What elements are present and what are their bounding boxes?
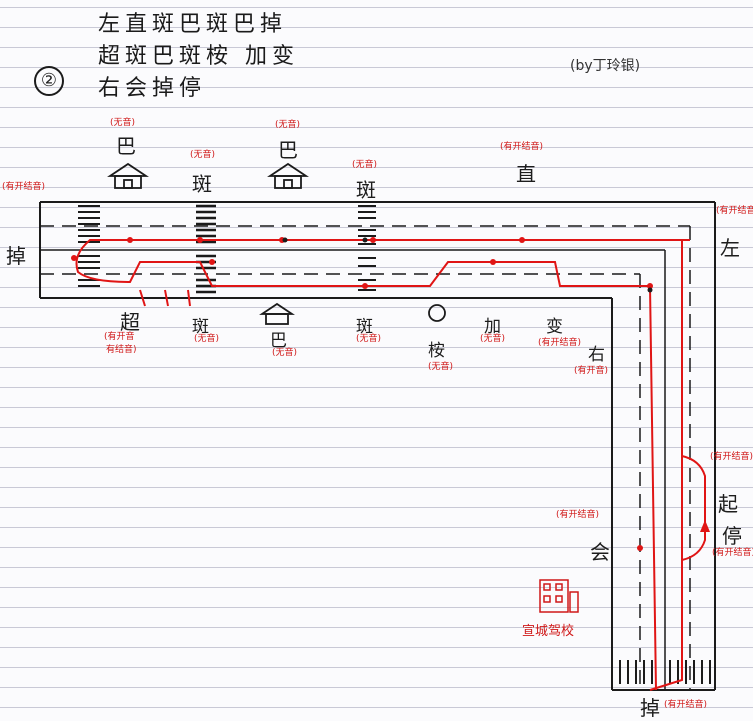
school-building-icon — [539, 579, 579, 613]
label-ban-3: 斑 — [192, 317, 209, 337]
label-qi: 起 — [718, 492, 738, 516]
house-icons — [107, 162, 446, 325]
route-dots — [71, 237, 653, 551]
label-ba-3: 巴 — [270, 331, 287, 351]
label-ba-1: 巴 — [116, 134, 136, 158]
label-ba-2: 巴 — [278, 138, 298, 162]
label-ban-4: 斑 — [356, 317, 373, 337]
note-qi: (有开结音) — [710, 452, 753, 462]
title-line-3: 右会掉停 — [98, 76, 207, 101]
note-bian: (有开结音) — [538, 338, 582, 348]
note-zhi: (有开结音) — [500, 142, 544, 152]
road-outline — [39, 201, 716, 691]
note-hui: (有开结音) — [556, 510, 600, 520]
note-ban1: (无音) — [190, 150, 216, 160]
note-zuo: (有开结音) — [716, 206, 753, 216]
label-chao: 超 — [120, 310, 140, 334]
note-ting: (有开结音) — [712, 548, 753, 558]
note-ban3: (无音) — [194, 334, 220, 344]
note-ba1: (无音) — [110, 118, 136, 128]
crosswalk-2 — [358, 205, 376, 291]
label-ban-2: 斑 — [356, 178, 376, 202]
note-chao-2: 有结音) — [106, 345, 137, 355]
label-an: 桉 — [428, 341, 445, 361]
arrow-up-icon — [700, 520, 710, 532]
label-ting: 停 — [722, 524, 742, 548]
label-hui: 会 — [590, 540, 610, 564]
note-chao-1: (有开音 — [104, 332, 135, 342]
red-route — [75, 239, 706, 691]
note-diao-left: (有开结音) — [2, 182, 46, 192]
note-jia: (无音) — [480, 334, 506, 344]
label-diao-bottom: 掉 — [640, 696, 660, 720]
crosswalk-left — [78, 205, 100, 287]
crosswalk-1 — [196, 204, 216, 294]
note-ban2: (无音) — [352, 160, 378, 170]
label-ban-1: 斑 — [192, 172, 212, 196]
step-number-circle: ② — [34, 66, 64, 96]
label-bian: 变 — [546, 317, 563, 337]
school-sign-label: 宣城驾校 — [522, 624, 575, 639]
signature: (by丁玲银) — [570, 58, 641, 74]
label-zuo: 左 — [720, 236, 740, 260]
label-jia: 加 — [484, 317, 501, 337]
route-dots-black — [282, 237, 653, 293]
label-diao-left: 掉 — [6, 244, 26, 268]
title-line-1: 左直斑巴斑巴掉 — [98, 12, 288, 37]
crosswalk-bottom — [619, 660, 711, 684]
note-ban4: (无音) — [356, 334, 382, 344]
note-an: (无音) — [428, 362, 454, 372]
note-ba3: (无音) — [272, 348, 298, 358]
lane-lines — [40, 225, 691, 690]
label-zhi: 直 — [516, 162, 536, 186]
note-diao-bottom: (有开结音) — [664, 700, 708, 710]
note-ba2: (无音) — [275, 120, 301, 130]
note-you: (有开音) — [574, 366, 609, 376]
title-line-2: 超斑巴斑桉 加变 — [98, 44, 299, 69]
label-you: 右 — [588, 345, 605, 365]
